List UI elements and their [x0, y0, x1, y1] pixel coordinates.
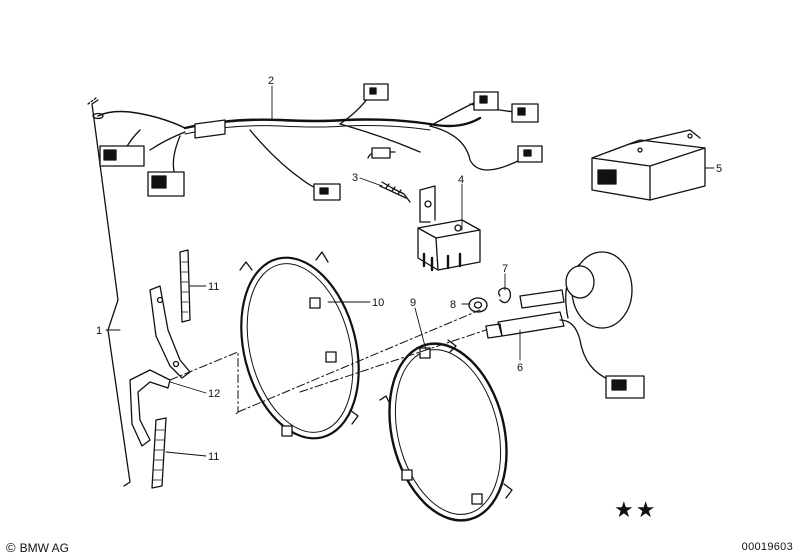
callout-10: 10 [372, 297, 384, 309]
alignment-lines [169, 309, 487, 415]
callout-7: 7 [502, 263, 508, 275]
callout-labels: 1 2 3 4 5 6 7 8 9 10 11 12 11 [96, 75, 722, 463]
assembly-bracket [87, 97, 131, 487]
screw [379, 181, 411, 203]
callout-2: 2 [268, 75, 274, 87]
callout-11-lower: 11 [208, 451, 219, 463]
adjuster-motor [485, 251, 645, 399]
control-unit [591, 129, 706, 201]
clip-and-nut [468, 287, 512, 313]
copyright-icon: © [6, 540, 16, 555]
diagram-id: 00019603 [741, 541, 793, 553]
callout-1: 1 [96, 325, 102, 337]
spring-upper [179, 249, 191, 323]
mounting-ring-large [239, 251, 360, 440]
callout-9: 9 [410, 297, 416, 309]
callout-12: 12 [208, 388, 220, 400]
callout-11-upper: 11 [208, 281, 219, 293]
brand-name: BMW AG [19, 540, 69, 555]
leader-lines [105, 85, 715, 457]
copyright-notice: © BMW AG [6, 540, 69, 555]
callout-4: 4 [458, 174, 464, 186]
callout-3: 3 [352, 172, 358, 184]
spring-lower [151, 417, 167, 489]
wiring-harness [92, 83, 543, 201]
callout-6: 6 [517, 362, 523, 374]
availability-stars: ★★ [614, 497, 658, 522]
callout-8: 8 [450, 299, 456, 311]
callout-5: 5 [716, 163, 722, 175]
retaining-ring [379, 339, 513, 522]
relay [417, 185, 481, 272]
